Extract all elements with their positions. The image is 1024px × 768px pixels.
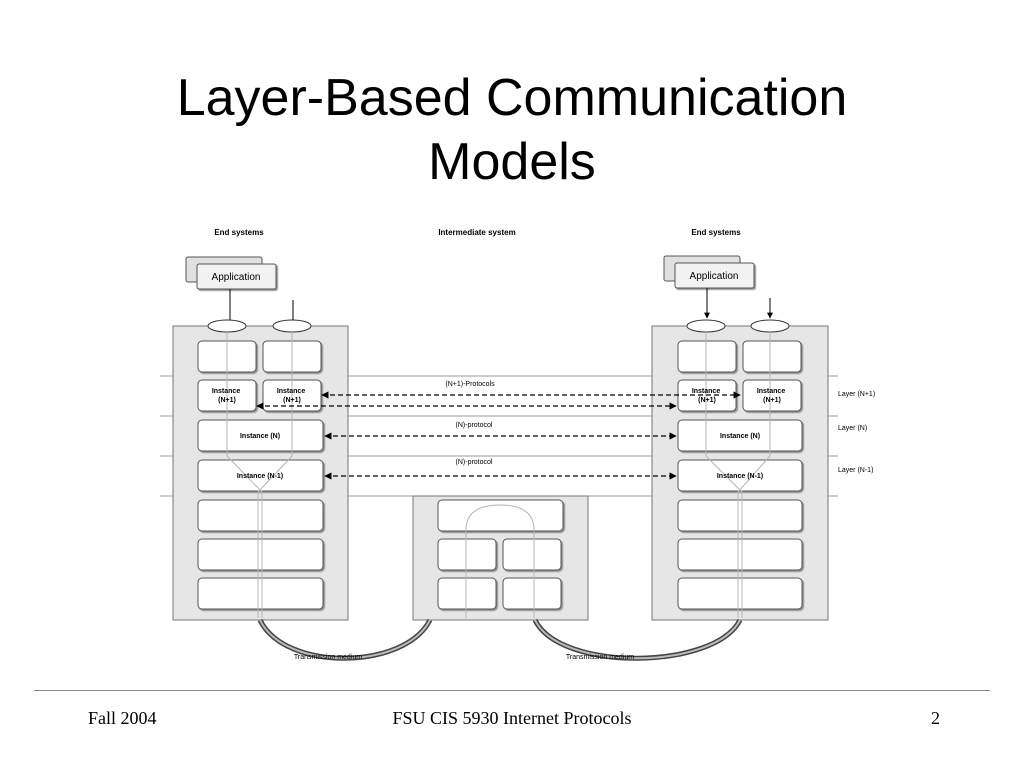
transmission-cables [257, 618, 743, 661]
n-protocol-label: (N)-protocol [456, 422, 493, 429]
title-line-2: Models [428, 133, 596, 191]
left-application-box [196, 263, 277, 290]
left-instance-n1-a-label: Instance (N+1) [212, 388, 242, 404]
intermediate-box-mid-left [437, 538, 497, 571]
intermediate-box-mid-right [502, 538, 562, 571]
right-box-lower-2 [677, 538, 803, 571]
title-line-1: Layer-Based Communication [176, 69, 848, 127]
footer-slide-number: 2 [931, 708, 940, 728]
slide-title: Layer-Based Communication Models [0, 66, 1024, 194]
heading-end-systems-right: End systems [691, 228, 741, 237]
right-box-lower-1 [677, 499, 803, 532]
cable-left-inner [259, 619, 431, 660]
left-box-lower-3 [197, 577, 324, 610]
footer-date: Fall 2004 [88, 708, 157, 728]
intermediate-box-top [437, 499, 564, 532]
layer-n1-label: Layer (N+1) [838, 391, 875, 398]
intermediate-relay-path [465, 504, 535, 618]
heading-intermediate-system: Intermediate system [438, 228, 515, 237]
right-instance-n1-b-label: Instance (N+1) [757, 388, 787, 404]
right-instance-n1-b [742, 379, 802, 412]
right-end-system: Application Instance (N+1) Instance (N+1… [651, 255, 829, 621]
transmission-medium-right-label: Transmission medium [566, 654, 634, 661]
protocol-arrows [256, 391, 741, 480]
right-sap-2 [750, 319, 790, 333]
left-instance-n-1-label: Instance (N-1) [237, 473, 283, 480]
right-instance-n-label: Instance (N) [720, 433, 760, 440]
layer-n-label: Layer (N) [838, 425, 867, 432]
transmission-medium-left-label: Transmission medium [294, 654, 362, 661]
n1-protocols-label: (N+1)-Protocols [445, 381, 495, 388]
left-application-label: Application [212, 272, 261, 283]
n-1-protocol-label: (N)-protocol [456, 459, 493, 466]
right-box-top-1 [677, 340, 737, 373]
layer-n-1-label: Layer (N-1) [838, 467, 873, 474]
right-box-top-2 [742, 340, 802, 373]
left-end-system: Application Instance (N+1) Instance (N+1… [172, 256, 349, 621]
right-sap-1 [686, 319, 726, 333]
intermediate-box-bottom-left [437, 577, 497, 610]
left-instance-n-label: Instance (N) [240, 433, 280, 440]
cable-left-outer [257, 618, 433, 661]
left-sap-2 [272, 319, 312, 333]
cable-right-inner [534, 619, 741, 660]
right-application-box [674, 262, 755, 289]
left-sap-1 [207, 319, 247, 333]
right-instance-n [677, 419, 803, 452]
left-box-lower-2 [197, 538, 324, 571]
right-box-lower-3 [677, 577, 803, 610]
left-flow-paths [226, 332, 293, 618]
footer-course: FSU CIS 5930 Internet Protocols [392, 708, 632, 728]
intermediate-box-bottom-right [502, 577, 562, 610]
footer-divider [34, 690, 990, 691]
right-instance-n-1-label: Instance (N-1) [717, 473, 763, 480]
intermediate-system [412, 495, 589, 621]
heading-end-systems-left: End systems [214, 228, 264, 237]
left-instance-n1-b-label: Instance (N+1) [277, 388, 307, 404]
right-instance-n-1 [677, 459, 803, 492]
right-application-label: Application [690, 271, 739, 282]
cable-right-outer [532, 618, 743, 661]
left-box-lower-1 [197, 499, 324, 532]
